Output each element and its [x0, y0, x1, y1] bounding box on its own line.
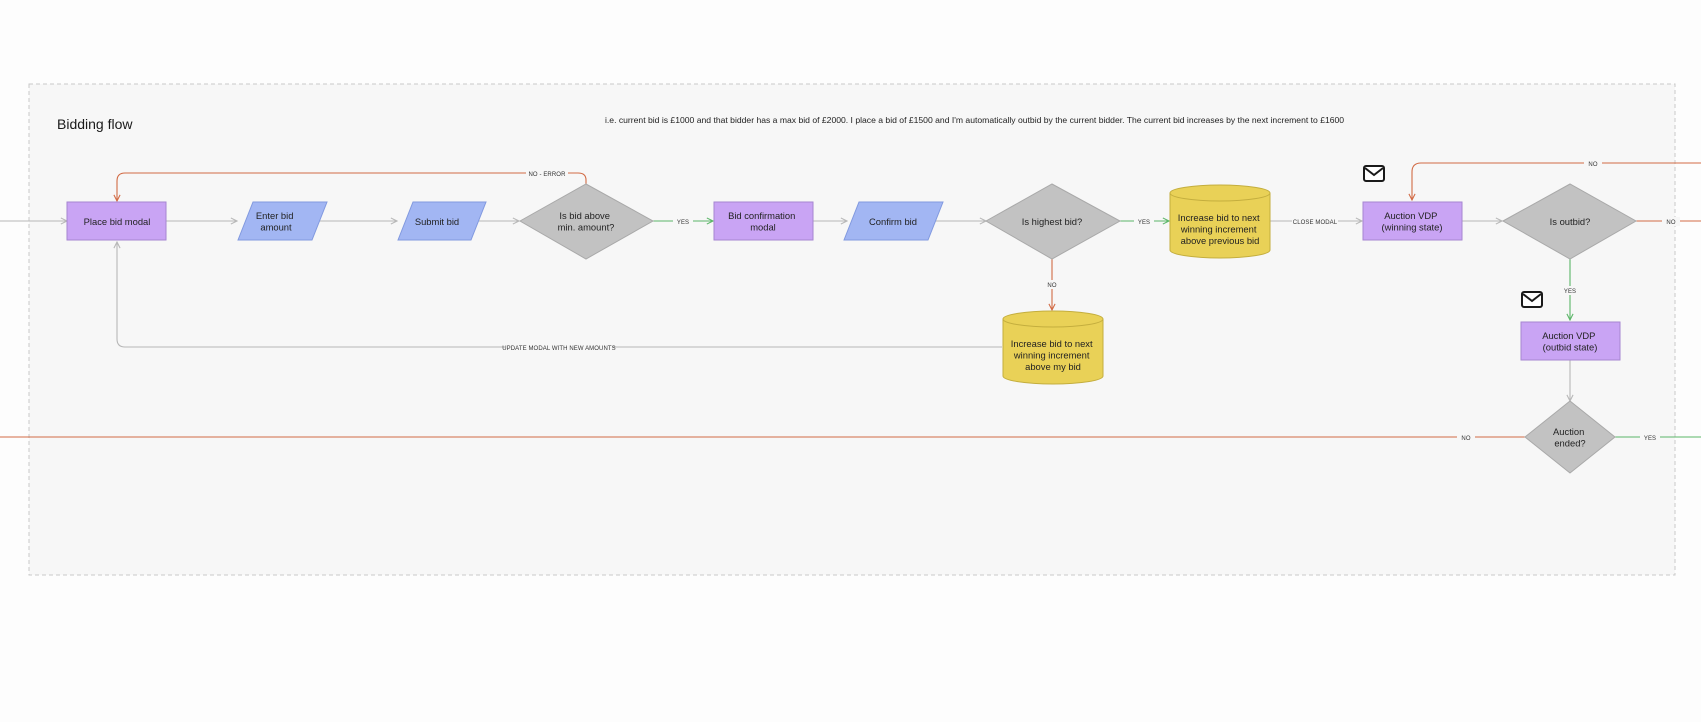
edge-no-outbid-top [1412, 162, 1701, 200]
node-increase-above-my-bid-label: Increase bid to next winning increment a… [1011, 338, 1095, 372]
label-no-error: NO - ERROR [529, 172, 567, 178]
label-yes-outbid: YES [1564, 289, 1576, 295]
node-is-bid-above-min: Is bid above min. amount? [518, 183, 655, 260]
node-auction-vdp-outbid: Auction VDP (outbid state) [1520, 321, 1621, 361]
node-submit-bid: Submit bid [397, 201, 487, 241]
node-submit-bid-label: Submit bid [415, 216, 459, 227]
node-is-highest-bid: Is highest bid? [984, 183, 1122, 260]
label-yes-min: YES [677, 220, 689, 226]
email-icon [1521, 291, 1543, 308]
node-enter-bid-amount: Enter bid amount [237, 201, 328, 241]
email-icon [1363, 165, 1385, 182]
label-yes-ended: YES [1644, 436, 1656, 442]
node-increase-above-previous: Increase bid to next winning increment a… [1169, 184, 1271, 259]
node-bid-confirmation-modal: Bid confirmation modal [713, 201, 814, 241]
edge-no-error [117, 172, 587, 201]
node-auction-vdp-winning-label: Auction VDP (winning state) [1382, 210, 1443, 233]
node-auction-ended-label: Auction ended? [1553, 426, 1587, 449]
node-auction-vdp-outbid-label: Auction VDP (outbid state) [1542, 330, 1598, 353]
node-place-bid-modal: Place bid modal [66, 201, 167, 241]
node-increase-above-my-bid: Increase bid to next winning increment a… [1002, 310, 1104, 385]
node-is-highest-bid-label: Is highest bid? [1022, 216, 1082, 227]
label-update-modal: UPDATE MODAL WITH NEW AMOUNTS [502, 346, 616, 352]
node-increase-above-previous-label: Increase bid to next winning increment a… [1178, 212, 1262, 246]
label-no-highest: NO [1047, 283, 1056, 289]
node-confirm-bid: Confirm bid [843, 201, 944, 241]
label-no-ended: NO [1461, 436, 1470, 442]
node-auction-vdp-winning: Auction VDP (winning state) [1362, 201, 1463, 241]
frame-note: i.e. current bid is £1000 and that bidde… [605, 115, 1344, 125]
label-no-outbid-right: NO [1666, 220, 1675, 226]
label-close-modal: CLOSE MODAL [1293, 220, 1338, 226]
node-enter-bid-amount-label: Enter bid amount [256, 210, 296, 233]
bidding-flow-frame [28, 83, 1676, 576]
node-is-outbid-label: Is outbid? [1550, 216, 1591, 227]
node-is-outbid: Is outbid? [1501, 183, 1638, 260]
frame-title: Bidding flow [57, 116, 133, 132]
node-bid-confirmation-modal-label: Bid confirmation modal [728, 210, 798, 233]
edge-update-modal [117, 242, 1002, 348]
node-auction-ended: Auction ended? [1524, 400, 1616, 474]
label-no-outbid-top: NO [1588, 162, 1597, 168]
node-place-bid-modal-label: Place bid modal [84, 216, 151, 227]
node-confirm-bid-label: Confirm bid [869, 216, 917, 227]
node-is-bid-above-min-label: Is bid above min. amount? [558, 210, 615, 233]
label-yes-highest: YES [1138, 220, 1150, 226]
